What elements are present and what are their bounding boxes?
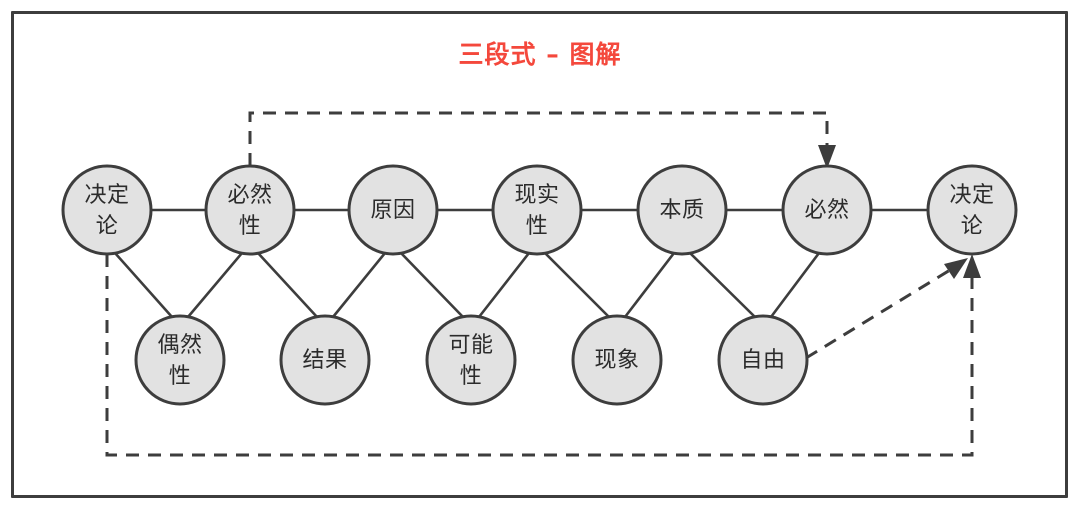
- arrow-head-freedom-into-determinism-right: [944, 258, 968, 279]
- edge-reality-nature-possibility-nature: [477, 252, 531, 318]
- node-contingency-nature[interactable]: 偶然 性: [134, 314, 226, 406]
- edge-determinism-left-contingency-nature: [114, 252, 173, 318]
- arrow-head-into-determinism-right: [963, 254, 981, 278]
- node-circle[interactable]: [204, 164, 296, 256]
- node-circle[interactable]: [425, 314, 517, 406]
- node-label-line1: 现象: [594, 348, 639, 373]
- node-circle[interactable]: [571, 314, 663, 406]
- node-label-line2: 性: [239, 214, 262, 239]
- node-label-line2: 性: [169, 364, 192, 389]
- edge-necessity-freedom: [769, 252, 821, 318]
- diagram-title: 三段式 – 图解: [458, 40, 622, 69]
- edge-cause-effect: [331, 252, 387, 318]
- node-circle[interactable]: [636, 164, 728, 256]
- node-label-line1: 必然: [804, 198, 849, 223]
- node-essence[interactable]: 本质: [636, 164, 728, 256]
- dashed-path-bottom-feedback: [105, 254, 974, 457]
- node-phenomenon[interactable]: 现象: [571, 314, 663, 406]
- top-row-nodes: 决定 论 必然 性 原因 现实 性 本质: [61, 164, 1018, 256]
- dashed-edge-freedom-feedback: [805, 258, 968, 360]
- arrow-head-into-necessity: [818, 145, 836, 169]
- node-label-line2: 论: [96, 214, 119, 239]
- dashed-path-top-feedback: [248, 111, 829, 166]
- node-cause[interactable]: 原因: [347, 164, 439, 256]
- node-necessity-nature[interactable]: 必然 性: [204, 164, 296, 256]
- node-circle[interactable]: [134, 314, 226, 406]
- branch-edges: [114, 252, 821, 318]
- bottom-row-nodes: 偶然 性 结果 可能 性 现象 自由: [134, 314, 809, 406]
- node-circle[interactable]: [61, 164, 153, 256]
- node-circle[interactable]: [717, 314, 809, 406]
- node-possibility-nature[interactable]: 可能 性: [425, 314, 517, 406]
- node-freedom[interactable]: 自由: [717, 314, 809, 406]
- edge-necessity-nature-effect: [257, 252, 318, 318]
- node-circle[interactable]: [279, 314, 371, 406]
- edge-cause-possibility-nature: [400, 252, 464, 318]
- node-label-line1: 现实: [514, 183, 559, 208]
- dashed-path-freedom-feedback: [805, 265, 956, 360]
- dashed-edge-bottom-feedback: [105, 254, 981, 457]
- node-necessity[interactable]: 必然: [781, 164, 873, 256]
- node-determinism-right[interactable]: 决定 论: [926, 164, 1018, 256]
- node-circle[interactable]: [347, 164, 439, 256]
- edge-reality-nature-phenomenon: [544, 252, 610, 318]
- node-label-line1: 必然: [227, 183, 272, 208]
- node-circle[interactable]: [491, 164, 583, 256]
- node-label-line1: 本质: [659, 198, 704, 223]
- edge-essence-phenomenon: [623, 252, 676, 318]
- dashed-edge-top-feedback: [248, 111, 836, 169]
- node-label-line1: 自由: [740, 348, 785, 373]
- node-label-line1: 决定: [949, 183, 994, 208]
- node-reality-nature[interactable]: 现实 性: [491, 164, 583, 256]
- node-label-line1: 原因: [370, 198, 415, 223]
- node-label-line2: 论: [961, 214, 984, 239]
- node-effect[interactable]: 结果: [279, 314, 371, 406]
- node-determinism-left[interactable]: 决定 论: [61, 164, 153, 256]
- edge-necessity-nature-contingency-nature: [187, 252, 243, 318]
- node-label-line1: 可能: [448, 333, 493, 358]
- node-label-line2: 性: [526, 214, 549, 239]
- node-label-line1: 结果: [302, 348, 347, 373]
- node-label-line1: 决定: [84, 183, 129, 208]
- node-circle[interactable]: [926, 164, 1018, 256]
- node-circle[interactable]: [781, 164, 873, 256]
- node-label-line1: 偶然: [157, 333, 202, 358]
- edge-essence-freedom: [689, 252, 756, 318]
- node-label-line2: 性: [460, 364, 483, 389]
